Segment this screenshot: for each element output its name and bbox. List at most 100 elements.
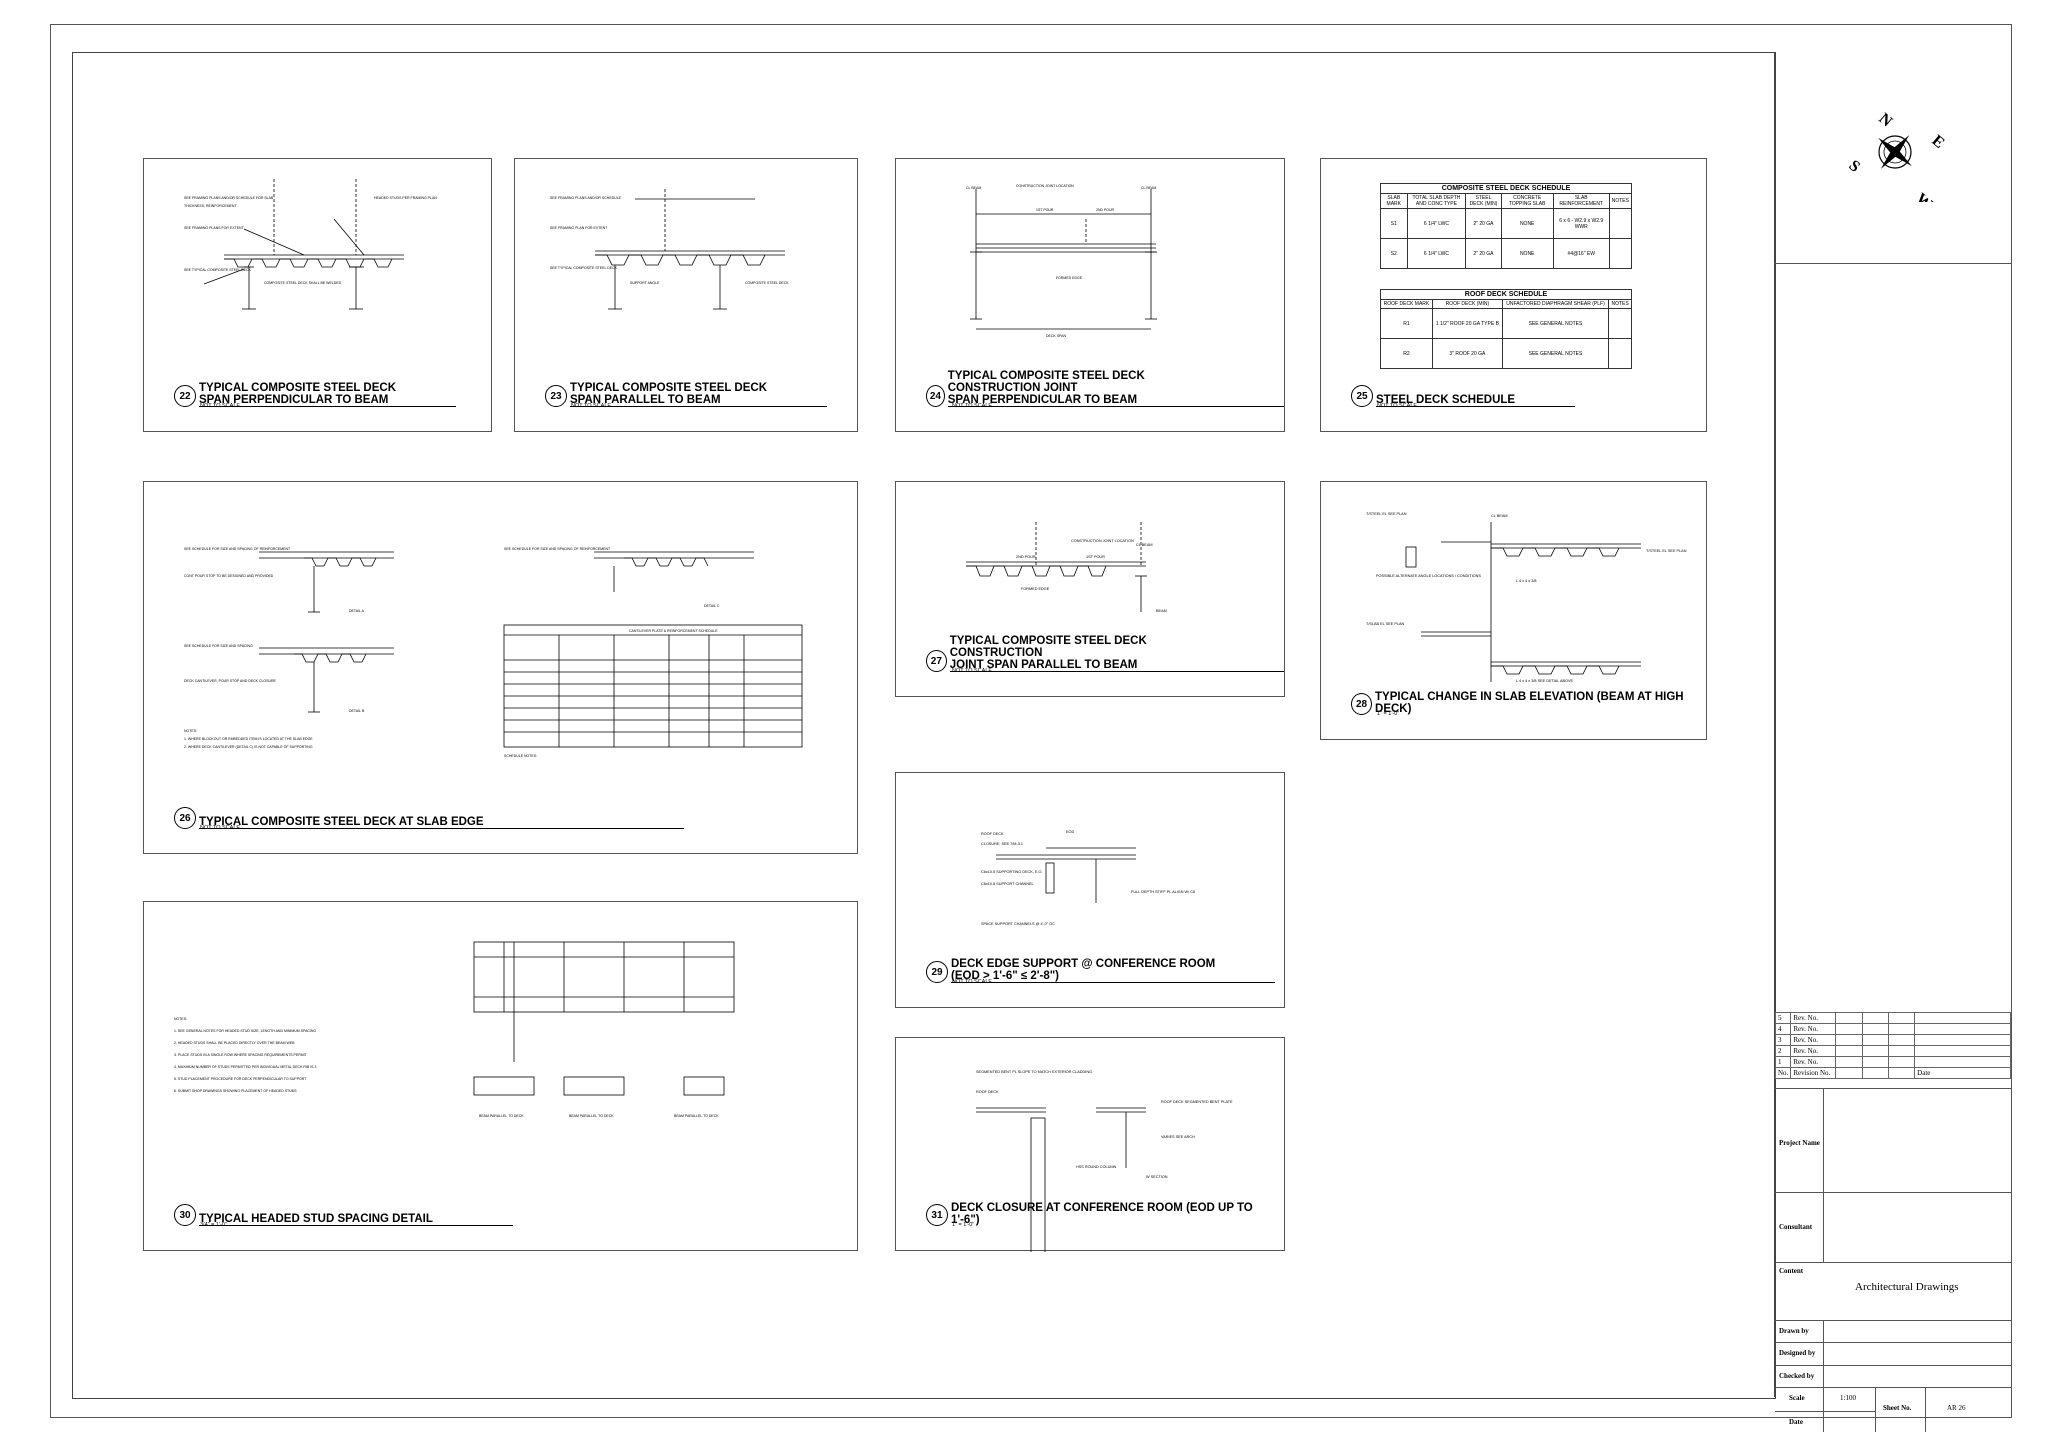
cs-header: NOTES [1608,193,1633,209]
detail-24-title-1: TYPICAL COMPOSITE STEEL DECK CONSTRUCTIO… [947,370,1145,394]
svg-text:DECK SPAN: DECK SPAN [1046,334,1066,338]
detail-28-title-1: TYPICAL CHANGE IN SLAB ELEVATION (BEAM A… [1375,691,1684,715]
rev-header-no: No. [1774,1067,1792,1079]
detail-23-title-2: SPAN PARALLEL TO BEAM [570,394,721,406]
detail-26-drawing: SEE SCHEDULE FOR SIZE AND SPACING OF REI… [184,547,803,758]
consultant-label: Consultant [1779,1223,1813,1231]
rs-cell: SEE GENERAL NOTES [1501,338,1610,369]
rs-cell: R1 [1380,308,1433,339]
svg-text:SUPPORT ANGLE: SUPPORT ANGLE [630,281,660,285]
detail-23-number: 23 [545,385,567,407]
svg-text:CL BEAM: CL BEAM [966,186,981,190]
detail-22-number: 22 [174,385,196,407]
svg-text:DETAIL C: DETAIL C [704,604,720,608]
detail-22-title-2: SPAN PERPENDICULAR TO BEAM [199,394,389,406]
svg-text:CONSTRUCTION JOINT LOCATION: CONSTRUCTION JOINT LOCATION [1071,539,1134,543]
rs-cell: 3" ROOF 20 GA [1431,338,1503,369]
svg-text:CL BEAM: CL BEAM [1491,514,1508,518]
detail-22-drawing: SEE FRAMING PLANS AND/OR SCHEDULE FOR SL… [184,179,437,310]
drawn-by-label: Drawn by [1779,1327,1809,1335]
svg-text:3. PLACE STUDS IN A SINGLE ROW: 3. PLACE STUDS IN A SINGLE ROW WHERE SPA… [174,1053,308,1057]
compass-n: N [1875,110,1895,131]
detail-29-title-2: (EOD > 1'-6" ≤ 2'-8") [951,970,1060,982]
detail-30-scale: 3/4" = 1'-0" [200,1222,227,1228]
detail-23-title-1: TYPICAL COMPOSITE STEEL DECK [570,382,768,394]
detail-27-scale: NOT TO SCALE [952,668,993,674]
content-value: Architectural Drawings [1855,1281,1959,1293]
sheet-label: Sheet No. [1883,1404,1912,1412]
detail-22-scale: NOT TO SCALE [200,403,241,409]
rev-label: Rev. No. [1790,1045,1837,1057]
detail-30-panel: NOTES: 1. SEE GENERAL NOTES FOR HEADED S… [143,901,858,1251]
cs-header: SLAB MARK [1380,193,1408,209]
detail-23-scale: NOT TO SCALE [571,403,612,409]
svg-text:CLOSURE, SEE 7/M-3.1: CLOSURE, SEE 7/M-3.1 [981,842,1023,846]
rev-no: 2 [1774,1045,1792,1057]
svg-text:COMPOSITE STEEL DECK SHALL BE: COMPOSITE STEEL DECK SHALL BE WELDED [264,281,342,285]
project-name-label: Project Name [1779,1139,1820,1147]
svg-text:T/SLAB EL SEE PLAN: T/SLAB EL SEE PLAN [1366,622,1405,626]
detail-31-drawing: SEGMENTED BENT PL SLOPE TO MATCH EXTERIO… [976,1070,1233,1252]
rev-header-label: Revision No. [1790,1067,1837,1079]
detail-28-scale: 1" = 1'-0" [1377,711,1400,717]
svg-text:CL BEAM: CL BEAM [1141,186,1156,190]
detail-24-number: 24 [926,385,945,407]
designed-by-label: Designed by [1779,1349,1816,1357]
svg-text:T/STEEL EL SEE PLAN: T/STEEL EL SEE PLAN [1366,512,1407,516]
svg-text:SEE SCHEDULE FOR SIZE AND SPAC: SEE SCHEDULE FOR SIZE AND SPACING OF REI… [504,547,611,551]
svg-text:BEAM PARALLEL TO DECK: BEAM PARALLEL TO DECK [674,1114,719,1118]
checked-by-label: Checked by [1779,1372,1815,1380]
svg-text:ROOF DECK: ROOF DECK [981,832,1004,836]
svg-text:C6x10.5 SUPPORT CHANNEL: C6x10.5 SUPPORT CHANNEL [981,882,1034,886]
cs-cell [1608,238,1633,269]
detail-29-number: 29 [926,961,948,983]
svg-text:SPACE SUPPORT CHANNELS @ 4'-0": SPACE SUPPORT CHANNELS @ 4'-0" OC [981,922,1055,926]
svg-text:SEE FRAMING PLANS AND/OR SCHED: SEE FRAMING PLANS AND/OR SCHEDULE FOR SL… [184,196,274,200]
rs-header: UNFACTORED DIAPHRAGM SHEAR (PLF) [1501,299,1610,309]
detail-24-scale: NOT TO SCALE [952,403,993,409]
rs-header: ROOF DECK (MIN) [1431,299,1503,309]
content-label: Content [1779,1267,1804,1275]
detail-31-title-1: DECK CLOSURE AT CONFERENCE ROOM (EOD UP … [950,1202,1253,1226]
svg-text:HEADED STUDS PER FRAMING PLAN: HEADED STUDS PER FRAMING PLAN [374,196,437,200]
detail-27-title-1: TYPICAL COMPOSITE STEEL DECK CONSTRUCTIO… [949,635,1147,659]
svg-text:SCHEDULE NOTES:: SCHEDULE NOTES: [504,754,537,758]
detail-29-scale: NOT TO SCALE [952,979,993,985]
svg-text:1. SEE GENERAL NOTES FOR HEADE: 1. SEE GENERAL NOTES FOR HEADED STUD SIZ… [174,1029,316,1033]
cs-cell: S2 [1380,238,1408,269]
sheet-value: AR 26 [1947,1404,1966,1412]
svg-text:EOD: EOD [1066,830,1074,834]
detail-31-number: 31 [926,1204,948,1226]
detail-23-panel: SEE FRAMING PLANS AND/OR SCHEDULE SEE FR… [514,158,858,432]
rs-cell: SEE GENERAL NOTES [1501,308,1610,339]
svg-text:SEGMENTED BENT PL SLOPE TO MAT: SEGMENTED BENT PL SLOPE TO MATCH EXTERIO… [976,1070,1092,1074]
cs-header: SLAB REINFORCEMENT [1552,193,1610,209]
detail-27-number: 27 [926,650,947,672]
cs-cell: 6 1/4" LWC [1406,208,1467,239]
cs-header: TOTAL SLAB DEPTH AND CONC TYPE [1406,193,1467,209]
scale-label: Scale [1789,1394,1805,1402]
svg-text:DETAIL A: DETAIL A [349,609,365,613]
cs-cell: S1 [1380,208,1408,239]
svg-text:CANTILEVER PLATE & REINFORCEME: CANTILEVER PLATE & REINFORCEMENT SCHEDUL… [629,629,718,633]
rs-cell [1608,308,1632,339]
svg-text:1. WHERE BLOCKOUT OR EMBEDDED: 1. WHERE BLOCKOUT OR EMBEDDED ITEM IS LO… [184,737,313,741]
svg-text:L 4 x 4 x 3/8 SEE DETAIL ABOVE: L 4 x 4 x 3/8 SEE DETAIL ABOVE [1516,679,1574,683]
svg-text:SEE TYPICAL COMPOSITE STEEL DE: SEE TYPICAL COMPOSITE STEEL DECK [184,268,252,272]
detail-31-scale: 1" = 1'-0" [952,1222,975,1228]
scale-value: 1:100 [1840,1394,1856,1402]
svg-text:4. MAXIMUM NUMBER OF STUDS PER: 4. MAXIMUM NUMBER OF STUDS PERMITTED PER… [174,1065,316,1069]
svg-text:NOTES:: NOTES: [184,729,197,733]
cs-cell: 6 x 6 - W2.9 x W2.9 WWR [1552,208,1610,239]
svg-text:1ST POUR: 1ST POUR [1086,555,1105,559]
detail-22-panel: SEE FRAMING PLANS AND/OR SCHEDULE FOR SL… [143,158,492,432]
detail-30-number: 30 [174,1204,196,1226]
svg-text:POSSIBLE ALTERNATE ANGLE LOCAT: POSSIBLE ALTERNATE ANGLE LOCATIONS / CON… [1376,574,1481,578]
cs-cell: #4@16" EW [1552,238,1610,269]
detail-27-title-2: JOINT SPAN PARALLEL TO BEAM [949,659,1138,671]
svg-text:COMPOSITE STEEL DECK: COMPOSITE STEEL DECK [745,281,789,285]
svg-text:FULL DEPTH STIFF PL ALIGN W/ C: FULL DEPTH STIFF PL ALIGN W/ C6 [1131,890,1195,894]
